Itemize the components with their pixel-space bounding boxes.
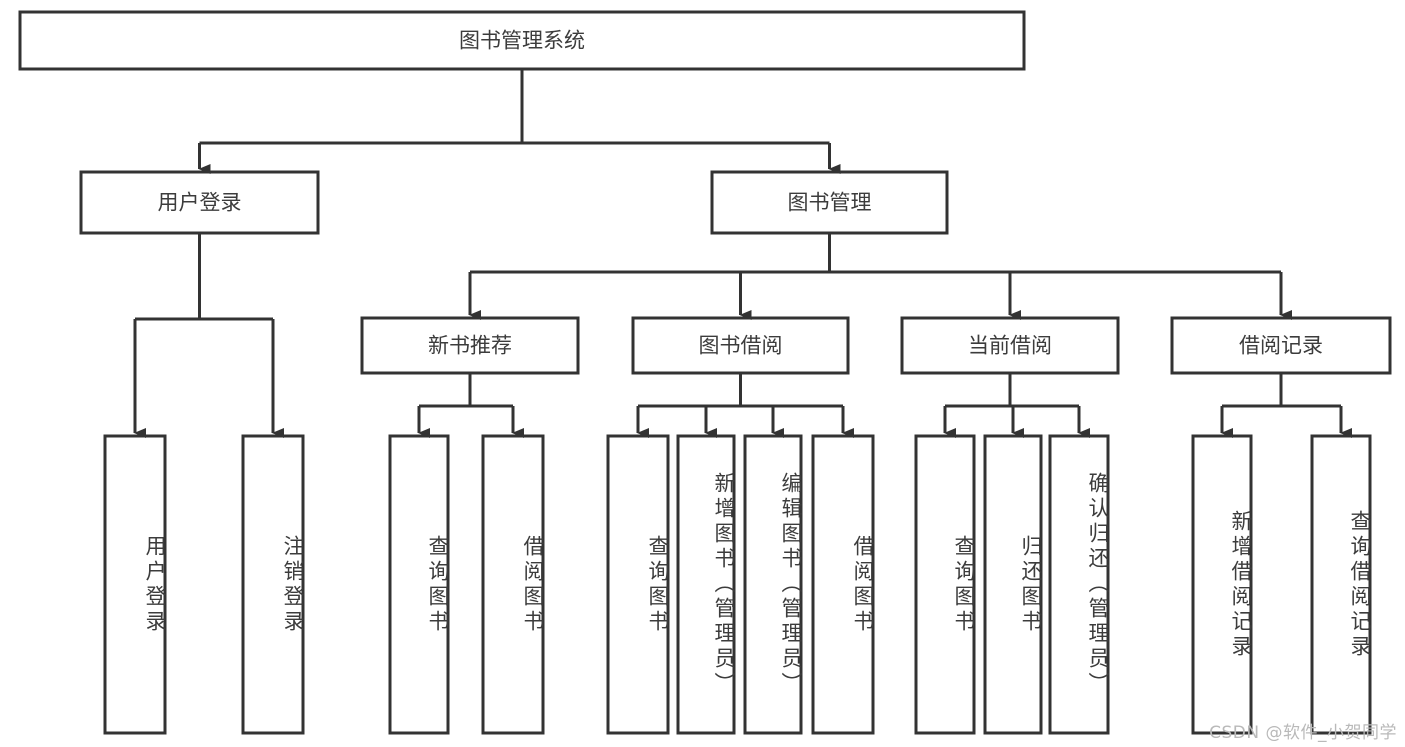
node-leaf-1-注销登录[interactable] — [241, 434, 305, 735]
node-leaf-2-查询图书[interactable] — [388, 434, 450, 735]
node-leaf-11-新增借阅记录[interactable] — [1191, 434, 1253, 735]
node-l2-用户登录[interactable] — [79, 170, 320, 235]
node-leaf-6-编辑图书管理员[interactable] — [743, 434, 803, 735]
node-leaf-3-借阅图书[interactable] — [481, 434, 545, 735]
node-label-root: 图书管理系统 — [459, 29, 585, 53]
node-label-l3-0: 新书推荐 — [428, 334, 512, 358]
node-label-l3-3: 借阅记录 — [1239, 334, 1323, 358]
node-leaf-0-用户登录[interactable] — [103, 434, 167, 735]
node-label-l3-2: 当前借阅 — [968, 334, 1052, 358]
node-leaf-4-查询图书[interactable] — [606, 434, 670, 735]
node-l3-新书推荐[interactable] — [360, 316, 580, 375]
node-leaf-7-借阅图书[interactable] — [811, 434, 875, 735]
node-leaf-8-查询图书[interactable] — [914, 434, 976, 735]
watermark-text: CSDN @软件_小贺同学 — [1209, 723, 1397, 743]
node-root-图书管理系统[interactable] — [18, 10, 1026, 71]
node-label-l3-1: 图书借阅 — [699, 334, 783, 358]
node-leaf-9-归还图书[interactable] — [983, 434, 1043, 735]
node-leaf-5-新增图书管理员[interactable] — [676, 434, 736, 735]
node-boxes-layer — [18, 10, 1392, 735]
node-label-l2-1: 图书管理 — [788, 191, 872, 215]
connectors-layer — [133, 69, 1352, 438]
node-leaf-12-查询借阅记录[interactable] — [1310, 434, 1372, 735]
node-label-l2-0: 用户登录 — [158, 191, 242, 215]
node-leaf-10-确认归还管理员[interactable] — [1048, 434, 1110, 735]
node-l3-当前借阅[interactable] — [900, 316, 1120, 375]
